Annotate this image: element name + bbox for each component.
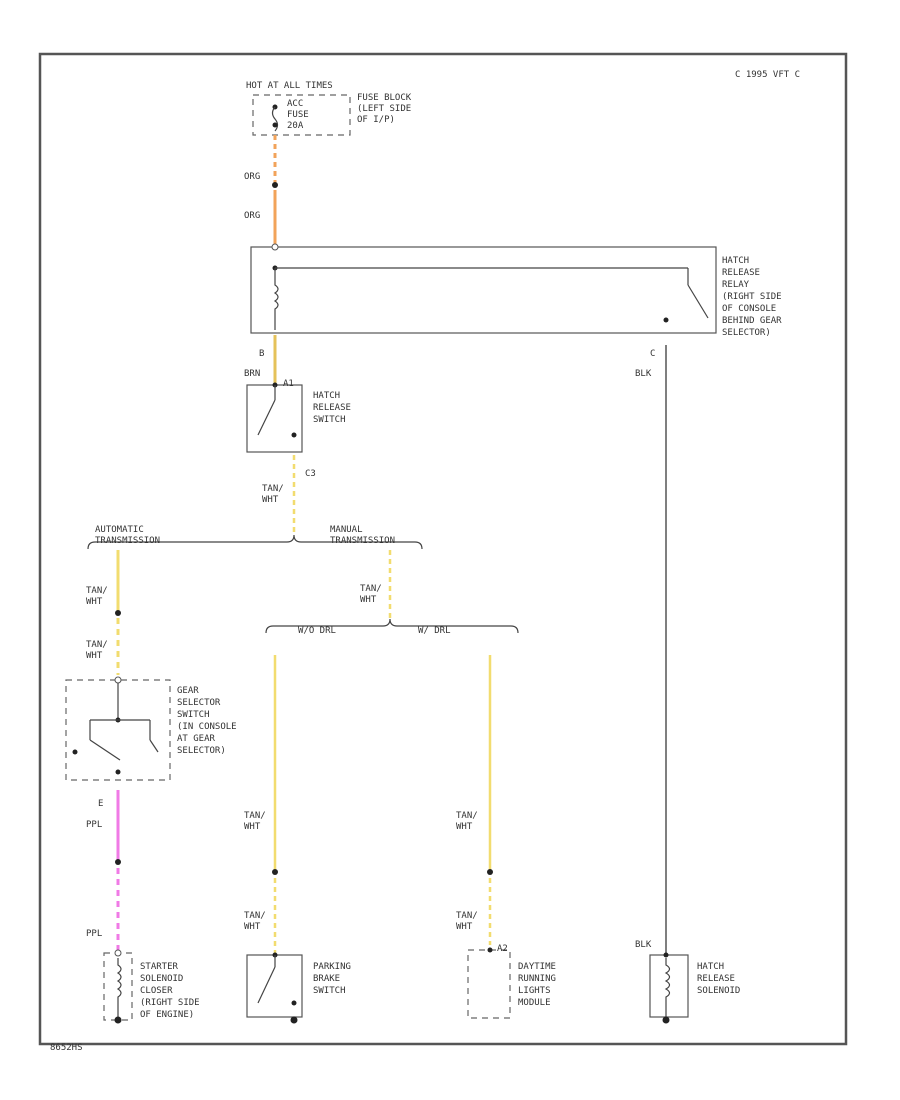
hatch-release-solenoid-box: [649, 954, 689, 1018]
wire-color-tan-wht-manual: TAN/WHT: [360, 584, 382, 605]
switch-contact: [291, 432, 297, 438]
fuse-block-box: [252, 94, 351, 136]
starter-coil-icon: [116, 958, 122, 1018]
transmission-branch: [87, 534, 423, 550]
solenoid-coil-icon: [664, 958, 671, 1018]
wire-color-brn: BRN: [244, 369, 260, 379]
drl-module-box: [467, 949, 511, 1019]
connector-dot: [272, 182, 278, 188]
parking-switch-blade: [257, 966, 276, 1004]
relay-coil-icon: [273, 268, 279, 330]
connector-dot: [115, 610, 121, 616]
diagram-frame: [38, 52, 848, 1046]
ground-dot: [290, 1016, 298, 1024]
connector-dot: [115, 859, 121, 865]
wire-color-blk-1: BLK: [635, 369, 652, 379]
gear-switch-blade-mid: [89, 739, 121, 761]
wire-color-tan-wht-auto-2: TAN/WHT: [86, 640, 108, 661]
wire-color-tan-wht-no-drl-1: TAN/WHT: [244, 811, 266, 832]
wire-color-tan-wht-no-drl-2: TAN/WHT: [244, 911, 266, 932]
starter-terminal: [114, 949, 122, 957]
connector-c3: C3: [305, 469, 316, 479]
fuse-icon: [271, 104, 279, 132]
copyright-code: C 1995 VFT C: [735, 70, 800, 80]
gear-switch-terminal-top: [114, 676, 122, 684]
without-drl-label: W/O DRL: [298, 626, 336, 636]
gear-selector-switch-box: [65, 679, 171, 781]
connector-dot: [272, 869, 278, 875]
wire-color-org-2: ORG: [244, 211, 260, 221]
connector-dot: [487, 869, 493, 875]
connector-b: B: [259, 349, 264, 359]
relay-contact-switch: [687, 284, 709, 319]
relay-terminal-in: [271, 243, 279, 251]
wire-color-blk-2: BLK: [635, 940, 652, 950]
gear-switch-blade-right-2: [149, 739, 159, 753]
switch-blade: [257, 399, 276, 436]
switch-terminal-a1: A1: [283, 379, 294, 389]
solenoid-terminal: [663, 952, 669, 958]
wire-color-tan-wht-auto-1: TAN/WHT: [86, 586, 108, 607]
drl-module-terminal: [487, 947, 493, 953]
connector-e: E: [98, 799, 103, 809]
gear-switch-contact-mid: [115, 769, 121, 775]
wire-color-tan-wht-main: TAN/WHT: [262, 484, 284, 505]
with-drl-label: W/ DRL: [418, 626, 451, 636]
wire-color-ppl-2: PPL: [86, 929, 102, 939]
hot-at-all-times-label: HOT AT ALL TIMES: [246, 81, 333, 91]
wire-color-ppl-1: PPL: [86, 820, 102, 830]
ground-dot: [114, 1016, 122, 1024]
wire-color-tan-wht-drl-1: TAN/WHT: [456, 811, 478, 832]
drl-branch: [265, 618, 519, 634]
hatch-release-relay-box: [250, 246, 717, 334]
wire-color-org-1: ORG: [244, 172, 260, 182]
wire-color-tan-wht-drl-2: TAN/WHT: [456, 911, 478, 932]
diagram-id: 8652HS: [50, 1043, 83, 1053]
drl-terminal-a2: A2: [497, 944, 508, 954]
relay-contact-point: [663, 317, 669, 323]
gear-switch-contact-left: [72, 749, 78, 755]
connector-c: C: [650, 349, 655, 359]
parking-switch-contact: [291, 1000, 297, 1006]
ground-dot: [662, 1016, 670, 1024]
